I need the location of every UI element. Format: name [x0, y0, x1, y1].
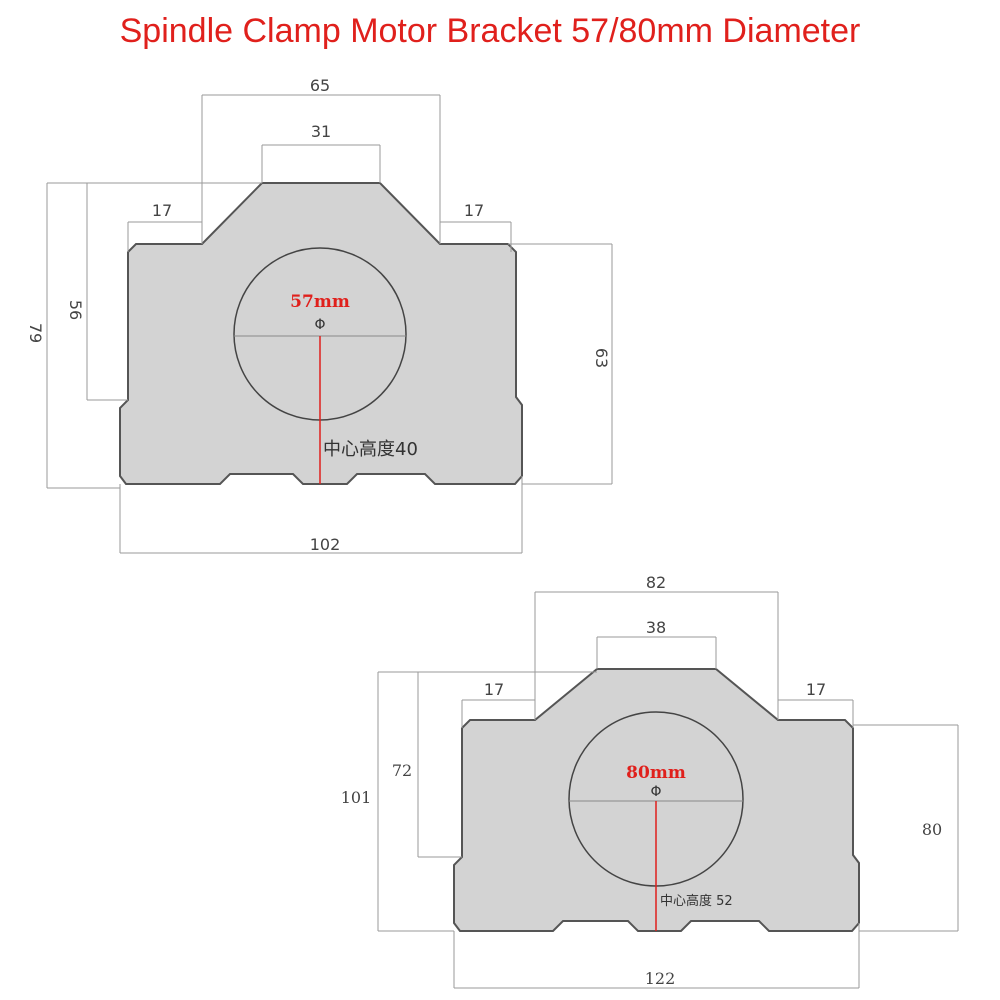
bracket-80-total-height-label: 101: [341, 788, 372, 807]
bracket-80-center-height-label: 中心高度 52: [660, 893, 733, 909]
bracket-57-left-height-label: 56: [66, 300, 85, 320]
bracket-80-right-step-label: 17: [806, 680, 826, 699]
bracket-57-right-step-label: 17: [464, 201, 484, 220]
page-title: Spindle Clamp Motor Bracket 57/80mm Diam…: [119, 12, 861, 50]
bracket-57-phi-symbol: Φ: [314, 317, 325, 333]
bracket-57-base-width-label: 102: [310, 535, 341, 554]
bracket-80-drawing: 82 38 17 17 101 72 80 122 80mm: [341, 573, 959, 989]
bracket-80-left-height-label: 72: [392, 761, 412, 780]
bracket-57-left-step-label: 17: [152, 201, 172, 220]
bracket-80-base-width-label: 122: [645, 969, 676, 988]
bracket-57-top-flat-label: 31: [311, 122, 331, 141]
bracket-80-right-height-label: 80: [922, 820, 942, 839]
bracket-57-total-height-label: 79: [26, 323, 45, 343]
bracket-80-top-flat-label: 38: [646, 618, 666, 637]
bracket-80-phi-symbol: Φ: [650, 784, 661, 800]
bracket-57-center-height-label: 中心高度40: [323, 439, 418, 460]
bracket-80-top-width-label: 82: [646, 573, 666, 592]
bracket-57-top-width-label: 65: [310, 76, 330, 95]
bracket-80-left-step-label: 17: [484, 680, 504, 699]
bracket-57-right-height-label: 63: [592, 348, 611, 368]
bracket-57-diameter-label: 57mm: [290, 292, 350, 312]
bracket-57-drawing: 65 31 17 17 79 56 63 102 57mm: [26, 76, 613, 554]
bracket-80-diameter-label: 80mm: [626, 763, 686, 783]
